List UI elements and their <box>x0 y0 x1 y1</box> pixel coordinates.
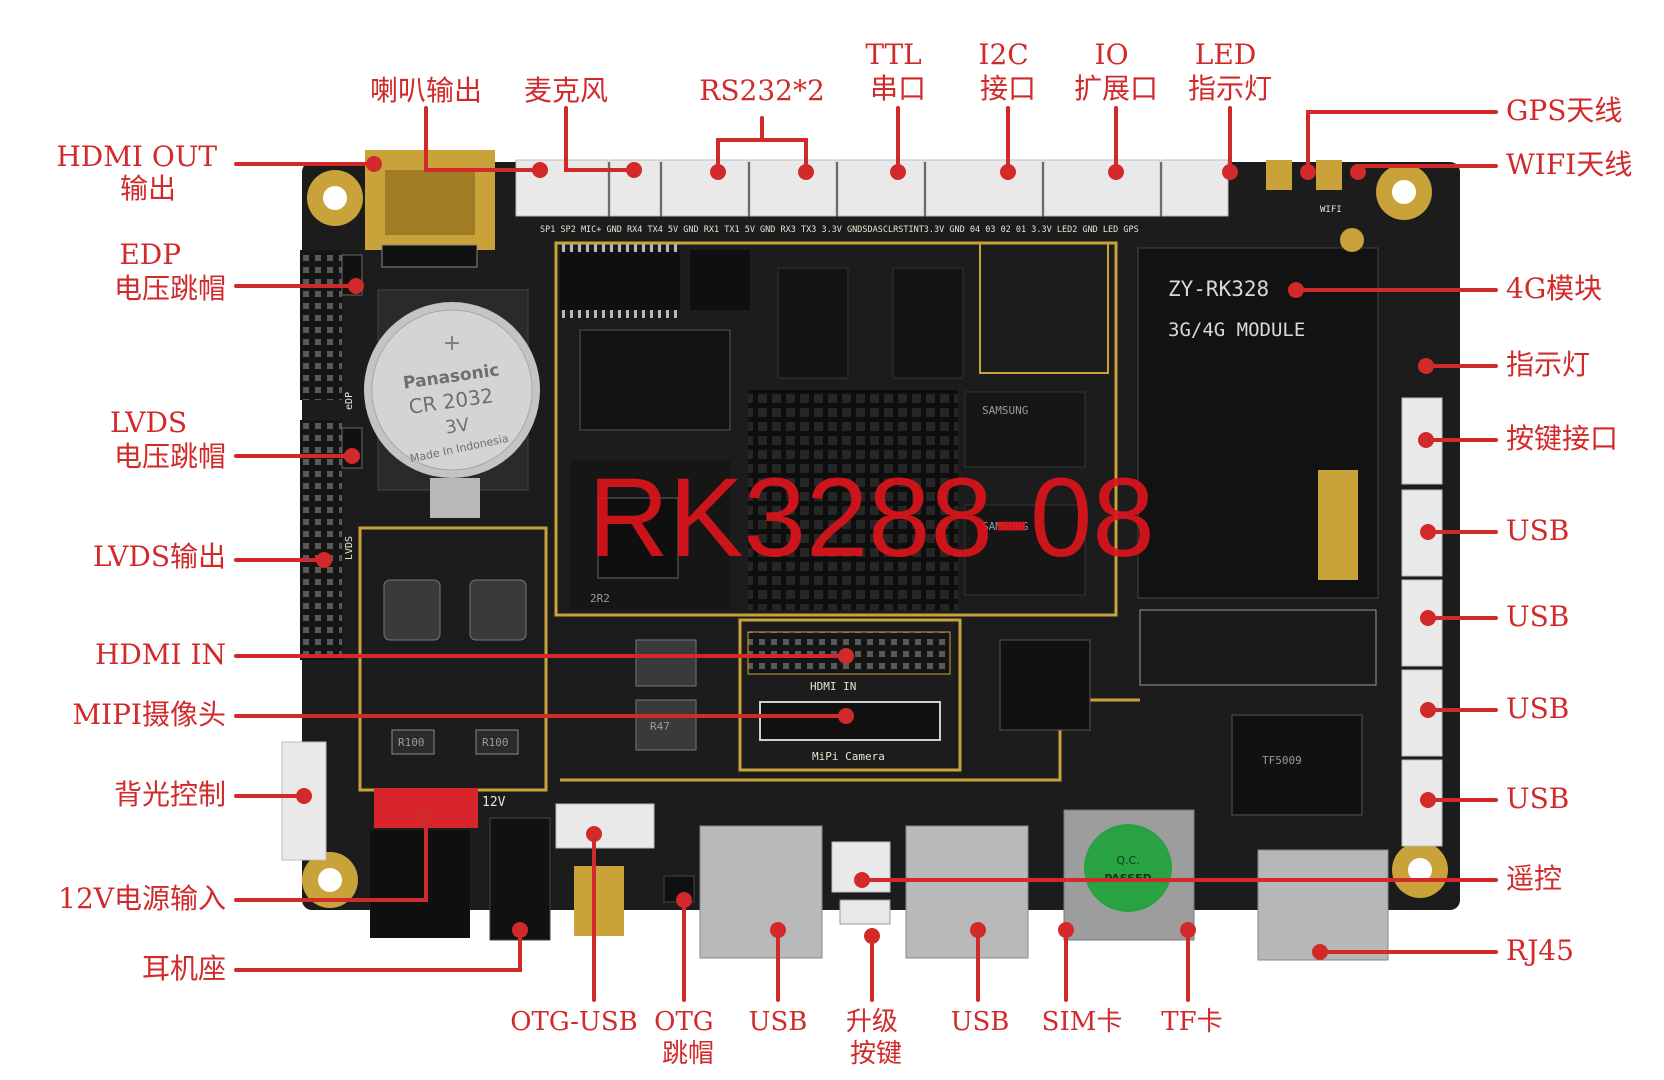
label-speaker: 喇叭输出 <box>370 74 482 107</box>
leader-rs232-b <box>760 138 808 174</box>
board-model-title: RK3288-08 <box>588 455 1155 580</box>
leader-rs232-a <box>716 116 764 174</box>
label-headphone: 耳机座 <box>142 952 226 985</box>
label-usb-b1: USB <box>749 1007 808 1037</box>
leader-gps <box>1306 110 1498 174</box>
module-4g-card: ZY-RK328 3G/4G MODULE <box>1137 228 1379 686</box>
label-indicator: 指示灯 <box>1506 348 1590 381</box>
module-type: 3G/4G MODULE <box>1168 319 1305 341</box>
coin-battery: + Panasonic CR 2032 3V Made In Indonesia <box>364 289 540 518</box>
inductor-label-r47: R47 <box>650 720 670 733</box>
label-rj45: RJ45 <box>1506 934 1574 967</box>
leader-power-in <box>234 816 428 902</box>
label-backlight: 背光控制 <box>114 778 226 811</box>
labels-right: GPS天线 WIFI天线 4G模块 指示灯 按键接口 USB USB USB U… <box>1506 94 1632 967</box>
chips: SAMSUNG SAMSUNG 2R2 <box>560 244 1091 731</box>
leader-headphone <box>234 928 522 972</box>
leader-speaker <box>424 106 542 172</box>
lan-transformer-label: TF5009 <box>1262 754 1302 767</box>
module-name: ZY-RK328 <box>1168 277 1269 301</box>
label-rs232: RS232*2 <box>699 74 825 107</box>
label-wifi: WIFI天线 <box>1506 148 1632 181</box>
label-usb-r2: USB <box>1506 600 1569 633</box>
callouts <box>234 106 1498 1002</box>
leader-mic <box>564 106 636 172</box>
label-usb-r4: USB <box>1506 782 1569 815</box>
label-upgrade-key: 升级 按键 <box>846 1007 906 1069</box>
label-tf: TF卡 <box>1161 1007 1222 1037</box>
label-usb-r3: USB <box>1506 692 1569 725</box>
lvds-silkscreen: LVDS <box>344 536 355 560</box>
label-i2c: I2C 接口 <box>978 38 1037 105</box>
left-headers: eDP LVDS <box>300 250 363 660</box>
resistor-r100-b: R100 <box>482 736 509 749</box>
inductor-label-2r2: 2R2 <box>590 592 610 605</box>
battery-voltage: 3V <box>444 414 471 438</box>
label-otg-jumper: OTG 跳帽 <box>654 1007 722 1069</box>
label-remote: 遥控 <box>1506 862 1562 895</box>
label-lvds-out: LVDS输出 <box>93 540 226 573</box>
label-module-4g: 4G模块 <box>1506 272 1602 305</box>
label-key-port: 按键接口 <box>1506 422 1618 455</box>
resistor-r100-a: R100 <box>398 736 425 749</box>
hdmi-in-silkscreen: HDMI IN <box>810 680 856 693</box>
label-usb-r1: USB <box>1506 514 1569 547</box>
label-ttl: TTL 串口 <box>865 38 930 105</box>
labels-bottom: OTG-USB OTG 跳帽 USB 升级 按键 USB SIM卡 TF卡 <box>510 1007 1222 1069</box>
wifi-silkscreen: WIFI <box>1320 205 1342 215</box>
label-io: IO 扩展口 <box>1074 38 1158 105</box>
qc-sticker: Q.C. <box>1116 854 1139 867</box>
power-silkscreen: 12V <box>482 795 506 810</box>
label-edp-jumper: EDP 电压跳帽 <box>114 238 226 305</box>
svg-text:+: + <box>443 331 461 356</box>
label-mipi-camera: MIPI摄像头 <box>72 698 226 731</box>
header-silkscreen: SP1 SP2 MIC+ GND RX4 TX4 5V GND RX1 TX1 … <box>540 225 1139 235</box>
label-gps: GPS天线 <box>1506 94 1622 127</box>
label-otg-usb: OTG-USB <box>510 1007 638 1037</box>
label-sim: SIM卡 <box>1042 1007 1123 1037</box>
edp-silkscreen: eDP <box>344 392 355 410</box>
label-led: LED 指示灯 <box>1188 38 1272 105</box>
bottom-connectors: 12V Q.C. PASSED <box>281 741 1195 959</box>
label-usb-b2: USB <box>951 1007 1010 1037</box>
ram-label-1: SAMSUNG <box>982 404 1028 417</box>
label-lvds-jumper: LVDS 电压跳帽 <box>110 406 226 473</box>
label-power-in: 12V电源输入 <box>58 882 226 915</box>
power-section: R100 R100 R47 <box>383 579 697 755</box>
callout-dots <box>296 156 1436 960</box>
label-hdmi-in: HDMI IN <box>95 638 226 671</box>
labels-left: HDMI OUT 输出 EDP 电压跳帽 LVDS 电压跳帽 LVDS输出 HD… <box>56 140 226 985</box>
labels-top: 喇叭输出 麦克风 RS232*2 TTL 串口 I2C 接口 IO 扩展口 LE… <box>370 38 1272 107</box>
label-mic: 麦克风 <box>524 74 608 107</box>
label-hdmi-out: HDMI OUT 输出 <box>56 140 226 205</box>
ram-label-2: SAMSUNG <box>982 520 1028 533</box>
mipi-silkscreen: MiPi Camera <box>812 750 885 763</box>
